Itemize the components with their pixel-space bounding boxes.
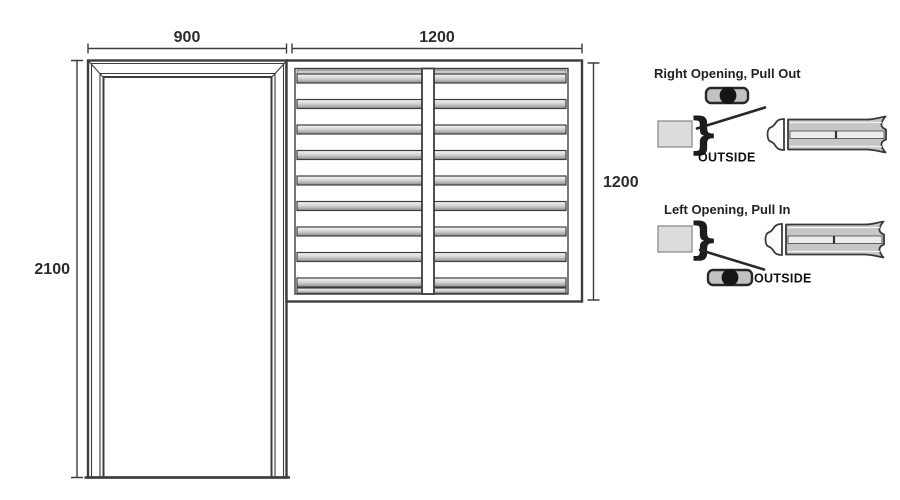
dim-line-window-height (587, 62, 600, 301)
dim-label-door-height: 2100 (34, 261, 70, 278)
door-miter-line-right (271, 61, 287, 78)
swing-direction-line (695, 106, 767, 130)
door-inner-frame (102, 76, 273, 478)
dim-line-window-width (291, 43, 583, 54)
jamb-profile-icon: } (657, 214, 719, 265)
swing-direction-line (698, 248, 766, 271)
dim-line-door-width (87, 43, 288, 54)
door-frame-line (90, 62, 285, 478)
profile-highlight-lines (790, 121, 882, 148)
profile-end-cap (766, 118, 785, 151)
door-frame (84, 59, 290, 479)
dim-label-door-width: 900 (174, 29, 201, 46)
door-inner-frame-line (99, 72, 276, 478)
diagram-title: Right Opening, Pull Out (654, 66, 801, 81)
diagram-title: Left Opening, Pull In (664, 202, 790, 217)
dimension-lines (71, 43, 600, 479)
profile-end-cap (764, 223, 783, 256)
door-miter-line-left (88, 61, 104, 78)
detail-diagram-left-opening: Left Opening, Pull In } OUTSIDE (657, 202, 885, 287)
profile-bracket-glyph: } (688, 109, 719, 160)
detail-diagram-right-opening: Right Opening, Pull Out } OUTSIDE (654, 66, 887, 165)
profile-highlight-lines (788, 226, 880, 253)
dim-label-window-width: 1200 (419, 29, 455, 46)
outside-label: OUTSIDE (754, 272, 812, 286)
dim-label-window-height: 1200 (603, 174, 639, 191)
outside-label: OUTSIDE (698, 151, 756, 165)
handle-knob-icon (704, 86, 750, 105)
handle-knob-icon (706, 268, 754, 287)
door-outer-frame (86, 59, 288, 479)
dim-line-door-height (71, 59, 83, 479)
jamb-profile-icon: } (657, 109, 719, 160)
window-section-profile (764, 220, 885, 259)
louver-window (285, 59, 584, 303)
window-section-profile (766, 115, 887, 154)
window-mullion (421, 67, 435, 295)
profile-bracket-glyph: } (688, 214, 719, 265)
